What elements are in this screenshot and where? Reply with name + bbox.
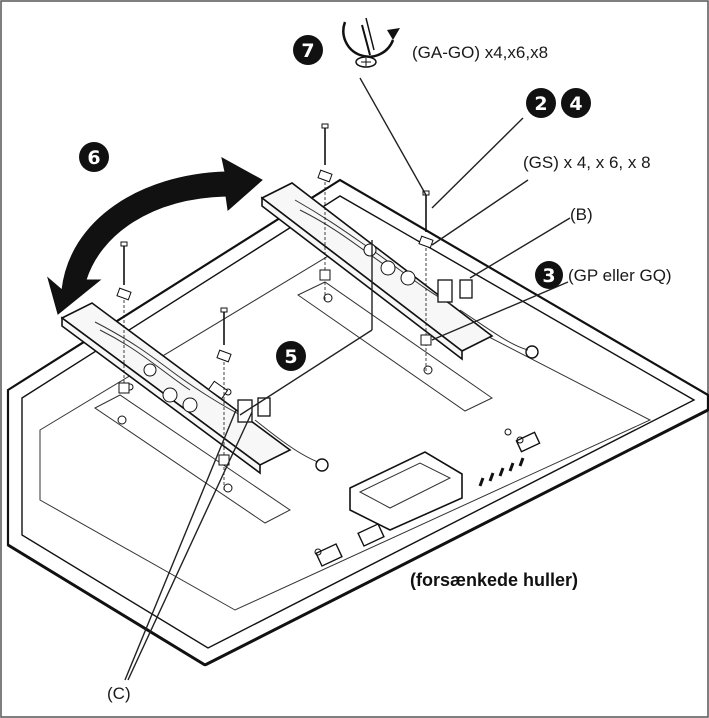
step-badge-3: 3 (535, 261, 563, 289)
step-number: 2 (534, 93, 547, 115)
step-number: 5 (284, 346, 297, 368)
label-countersunk-holes: (forsænkede huller) (410, 570, 578, 590)
step-number: 7 (301, 40, 314, 62)
step-number: 4 (569, 93, 582, 115)
step-badge-2: 2 (526, 88, 556, 118)
step-badge-6: 6 (79, 142, 109, 172)
step-number: 6 (87, 147, 100, 169)
label-gs: (GS) x 4, x 6, x 8 (523, 153, 651, 172)
label-ga-go: (GA-GO) x4,x6,x8 (412, 43, 548, 62)
screwdriver-rotate-icon (342, 17, 400, 68)
left-wall-bracket (60, 302, 329, 475)
tv-back-panel (6, 178, 709, 667)
step-number: 3 (542, 265, 555, 287)
right-wall-bracket (260, 182, 539, 361)
curved-double-arrow-icon (47, 157, 263, 315)
step-badge-7: 7 (293, 35, 323, 65)
screws (116, 123, 434, 490)
label-c: (C) (107, 684, 131, 703)
leader-lines (124, 77, 571, 681)
step-badge-5: 5 (276, 341, 306, 371)
step-badge-4: 4 (561, 88, 591, 118)
label-gp-gq: (GP eller GQ) (568, 266, 672, 285)
label-b: (B) (570, 205, 593, 224)
